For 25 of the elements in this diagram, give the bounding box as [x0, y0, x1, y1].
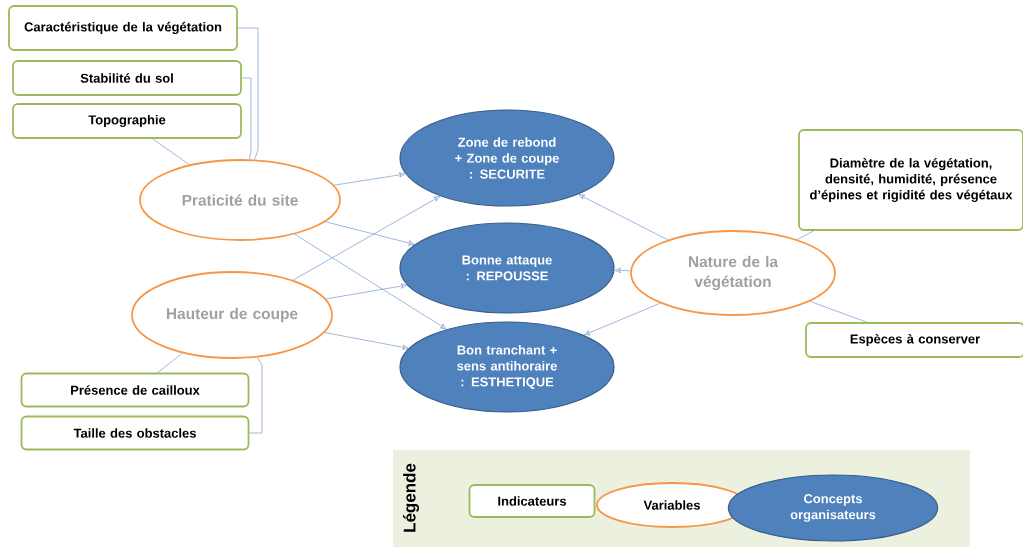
legend-box: Indicateurs — [468, 484, 596, 518]
arrow — [333, 172, 405, 186]
arrow — [614, 267, 631, 274]
indicator-box: Présence de cailloux — [20, 372, 250, 408]
arrow — [292, 196, 440, 281]
arrow — [294, 234, 447, 330]
connector-line — [237, 27, 259, 160]
indicator-box: Stabilité du sol — [12, 60, 242, 96]
indicator-box: Topographie — [12, 103, 242, 139]
connector-line — [249, 357, 263, 434]
arrow — [324, 332, 409, 350]
arrow — [578, 194, 669, 241]
connector-line — [796, 230, 814, 240]
connector-line — [157, 352, 183, 373]
indicator-box: Espèces à conserver — [805, 322, 1023, 358]
indicator-box: Diamètre de la végétation, densité, humidité, présence d’épines et rigidité des végétaux — [798, 129, 1023, 231]
legend-heading: Légende — [403, 463, 419, 532]
arrow — [584, 303, 661, 336]
connector-line — [152, 138, 190, 165]
indicator-box: Caractéristique de la végétation — [8, 5, 238, 51]
connector-line — [241, 77, 252, 160]
connector-line — [809, 301, 867, 323]
arrow — [325, 283, 407, 300]
indicator-box: Taille des obstacles — [20, 415, 250, 451]
arrow — [325, 221, 415, 246]
